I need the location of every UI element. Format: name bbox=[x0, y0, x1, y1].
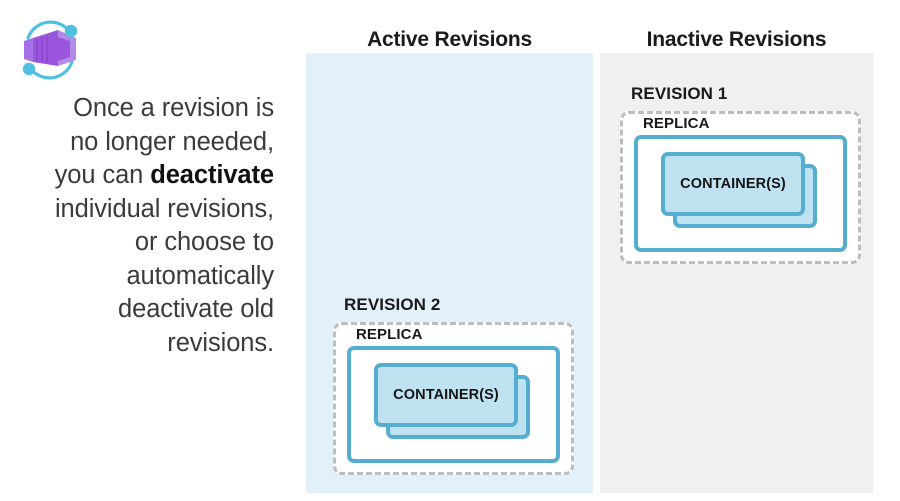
orbit-dot-bottom-left bbox=[22, 62, 36, 76]
column-header-active-revisions: Active Revisions bbox=[367, 28, 532, 51]
logo-box-front bbox=[33, 30, 58, 66]
logo-svg bbox=[22, 20, 78, 80]
caption-line-8: revisions. bbox=[167, 328, 274, 357]
revision-1-container-front: CONTAINER(S) bbox=[661, 152, 805, 216]
caption-keyword-deactivate: deactivate bbox=[150, 161, 274, 189]
column-header-inactive-revisions: Inactive Revisions bbox=[646, 28, 827, 51]
caption-line-7: deactivate old bbox=[118, 295, 274, 323]
revision-2-title: REVISION 2 bbox=[344, 295, 441, 314]
caption-line-4: individual revisions, bbox=[54, 194, 274, 223]
caption-text: Once a revision is no longer needed, you… bbox=[8, 92, 274, 360]
revision-group-2[interactable]: REVISION 2 REPLICA CONTAINER(S) bbox=[333, 295, 574, 475]
logo-box-side-inner bbox=[58, 37, 70, 61]
orbit-dot-top-right bbox=[64, 24, 78, 38]
revision-1-title: REVISION 1 bbox=[631, 84, 728, 103]
revision-2-container-front: CONTAINER(S) bbox=[374, 363, 518, 427]
logo-slab-left bbox=[24, 38, 33, 62]
caption-line-6: automatically bbox=[126, 261, 274, 290]
revision-1-replica-label: REPLICA bbox=[641, 115, 712, 132]
revision-2-container-label: CONTAINER(S) bbox=[393, 387, 499, 403]
caption-line-1: Once a revision is bbox=[73, 94, 274, 122]
revision-group-1[interactable]: REVISION 1 REPLICA CONTAINER(S) bbox=[620, 84, 861, 264]
revision-1-container-label: CONTAINER(S) bbox=[680, 176, 786, 192]
azure-container-apps-logo bbox=[14, 14, 86, 86]
caption-line-3-prefix: you can bbox=[54, 161, 151, 189]
revision-2-replica-label: REPLICA bbox=[354, 326, 425, 343]
caption-line-5: or choose to bbox=[134, 228, 274, 256]
caption-line-2: no longer needed, bbox=[70, 127, 274, 156]
